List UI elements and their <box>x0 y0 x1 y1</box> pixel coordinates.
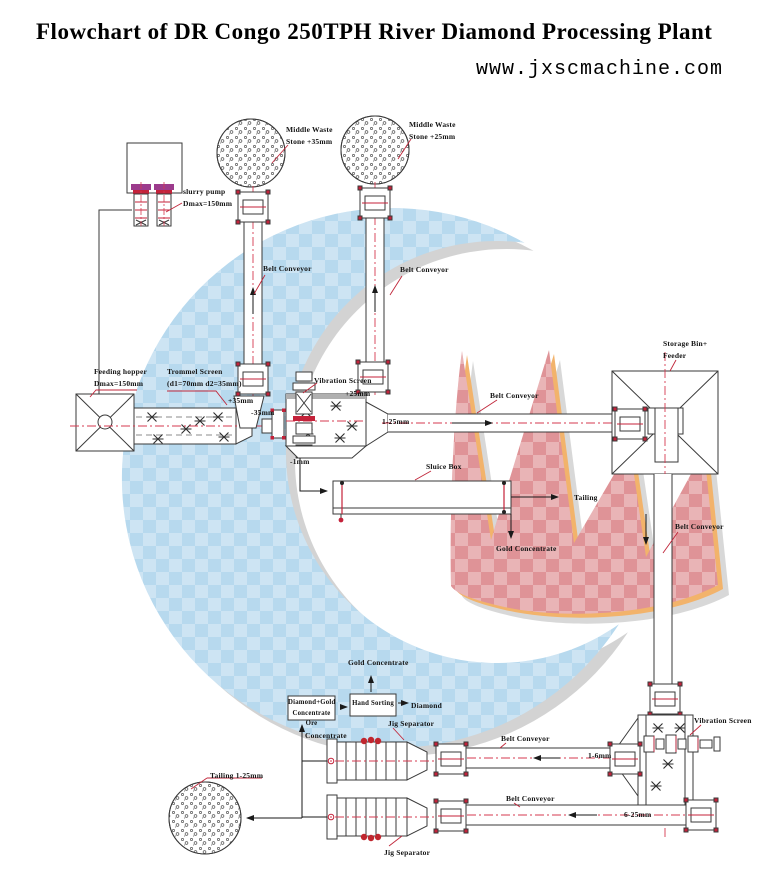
label-diamond: Diamond <box>411 701 442 710</box>
slurry-pump-unit <box>98 142 183 394</box>
hand-sorting-flow <box>287 675 409 721</box>
trommel-screen <box>70 395 298 445</box>
label-minus-35mm: -35mm <box>251 408 275 417</box>
website-url: www.jxscmachine.com <box>476 58 724 81</box>
label-vibration-screen-1: Vibration Screen <box>314 376 372 385</box>
label-jig-separator-1: Jig Separator <box>388 719 435 728</box>
label-belt-conveyor-v2: Belt Conveyor <box>400 265 449 274</box>
vibration-screen-1 <box>284 371 389 459</box>
storage-bin-feeder <box>611 352 719 840</box>
label-storage-bin: Storage Bin+ Feeder <box>663 339 708 360</box>
label-plus-35mm: +35mm <box>228 396 254 405</box>
label-gold-concentrate-2: Gold Concentrate <box>348 658 409 667</box>
feeding-hopper <box>75 393 135 452</box>
label-belt-conveyor-h2: Belt Conveyor <box>501 734 550 743</box>
concentrate-piping <box>246 724 327 821</box>
label-diamond-gold-ore-box: Diamond+Gold Concentrate Ore <box>288 699 336 728</box>
leader-lines <box>89 138 702 847</box>
label-tailing-size: Tailing 1-25mm <box>210 771 264 780</box>
label-plus-25mm: +25mm <box>345 389 371 398</box>
label-belt-conveyor-v3: Belt Conveyor <box>675 522 724 531</box>
label-feeding-hopper: Feeding hopper Dmax=150mm <box>94 367 148 388</box>
label-minus-1mm: -1mm <box>290 457 310 466</box>
waste-stone-pile-1 <box>216 118 286 188</box>
belt-conveyor-vertical-3 <box>643 474 683 717</box>
label-slurry-pump: slurry pump Dmax=150mm <box>183 187 233 208</box>
belt-conveyor-vertical-2 <box>355 182 393 398</box>
label-middle-waste-1: Middle Waste Stone +35mm <box>286 125 333 146</box>
tailing-stone-pile <box>168 781 242 855</box>
label-belt-conveyor-v1: Belt Conveyor <box>263 264 312 273</box>
label-jig-separator-2: Jig Separator <box>384 848 431 857</box>
label-hand-sorting-box: Hand Sorting <box>352 700 394 707</box>
label-gold-concentrate-1: Gold Concentrate <box>496 544 557 553</box>
label-middle-waste-2: Middle Waste Stone +25mm <box>409 120 456 141</box>
waste-stone-pile-2 <box>340 115 410 185</box>
belt-conveyor-horizontal-3 <box>433 797 719 834</box>
sluice-box <box>299 458 559 539</box>
label-range-1-6mm: 1-6mm <box>588 751 612 760</box>
jig-separator-1 <box>318 736 434 784</box>
label-trommel-screen: Trommel Screen (d1=70mm d2=35mm) <box>167 367 242 388</box>
label-belt-conveyor-h1: Belt Conveyor <box>490 391 539 400</box>
belt-conveyor-vertical-1 <box>235 186 271 402</box>
label-tailing: Tailing <box>574 493 598 502</box>
label-vibration-screen-2: Vibration Screen <box>694 716 752 725</box>
label-belt-conveyor-h3: Belt Conveyor <box>506 794 555 803</box>
belt-conveyor-horizontal-2 <box>433 741 643 777</box>
page-title: Flowchart of DR Congo 250TPH River Diamo… <box>36 19 713 44</box>
label-concentrate: Concentrate <box>305 731 347 740</box>
label-range-6-25mm: 6-25mm <box>624 810 652 819</box>
label-range-1-25mm: 1-25mm <box>382 417 410 426</box>
label-sluice-box: Sluice Box <box>426 462 462 471</box>
jig-separator-2 <box>318 794 434 842</box>
